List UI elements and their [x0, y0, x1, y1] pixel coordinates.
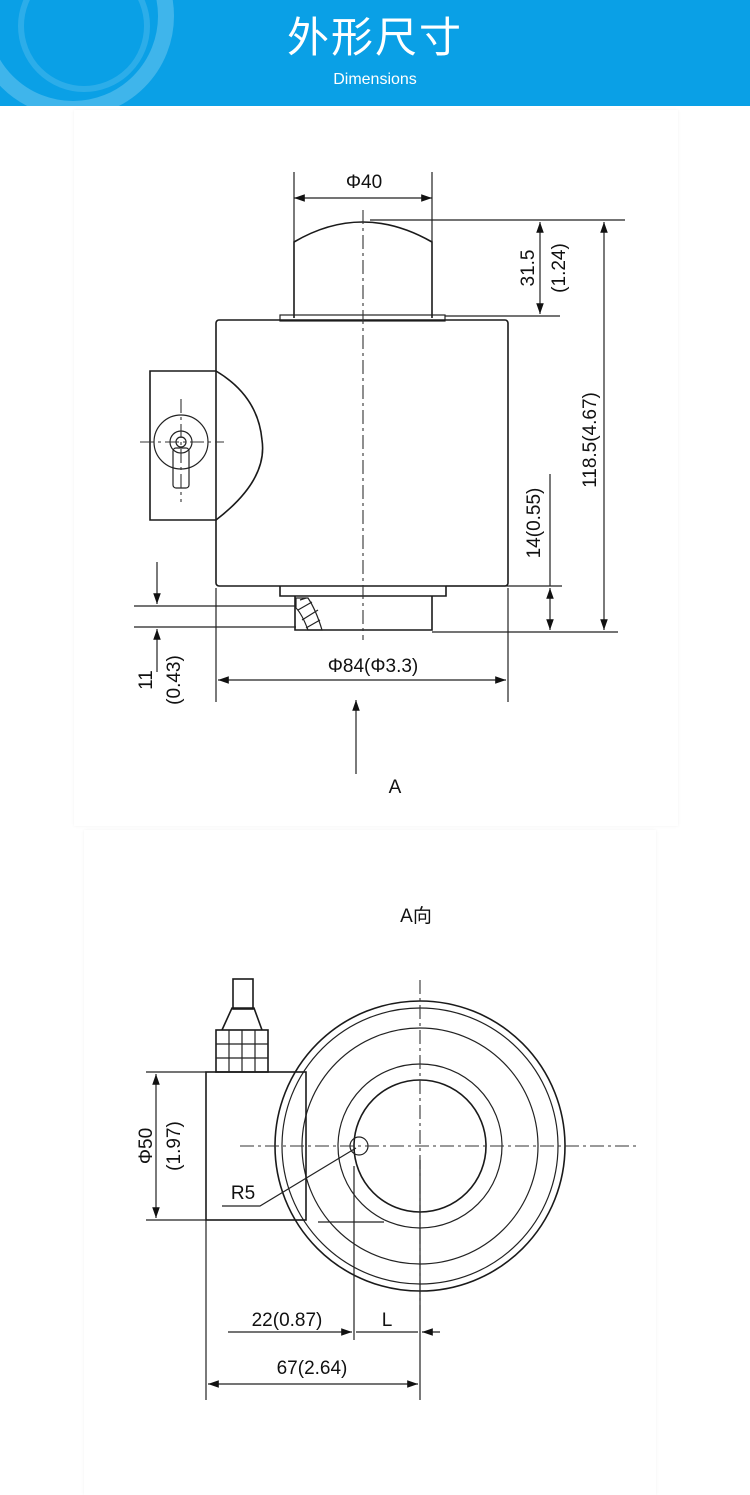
- dim-offset: 11: [136, 670, 157, 690]
- dim-cap-height: 31.5: [518, 250, 539, 287]
- main-body: [215, 319, 509, 587]
- page-subtitle: Dimensions: [333, 71, 417, 88]
- front-view: Φ40 31.5 (1.24) 118.5(4.67) 14(0.55) 11 …: [134, 172, 625, 798]
- view-marker-a: A: [389, 777, 402, 798]
- dim-offset-in: (0.43): [164, 655, 185, 705]
- dim-connector: Φ50: [136, 1128, 157, 1164]
- connector-taper: [221, 1007, 263, 1031]
- dim-l: L: [382, 1310, 393, 1331]
- bottom-view-title: A向: [400, 905, 432, 927]
- dim-body-diameter: Φ84(Φ3.3): [328, 656, 419, 677]
- page-title: 外形尺寸: [286, 13, 463, 62]
- dim-length: 67(2.64): [277, 1358, 348, 1379]
- dim-base-height: 14(0.55): [524, 488, 545, 559]
- dim-offset-22: 22(0.87): [252, 1310, 323, 1331]
- dim-connector-in: (1.97): [164, 1121, 185, 1171]
- dim-radius: R5: [231, 1183, 255, 1204]
- connector-cable-top: [232, 978, 254, 1010]
- dim-total-height: 118.5(4.67): [580, 392, 601, 488]
- header-banner: 外形尺寸 Dimensions: [0, 0, 750, 106]
- dim-top-diameter: Φ40: [346, 172, 382, 193]
- connector-housing: [149, 370, 264, 521]
- bottom-view: A向 Φ50 (1.97) R5 22(0.87) L: [136, 905, 638, 1400]
- base-hatch: [295, 597, 323, 631]
- dim-cap-height-in: (1.24): [549, 243, 570, 293]
